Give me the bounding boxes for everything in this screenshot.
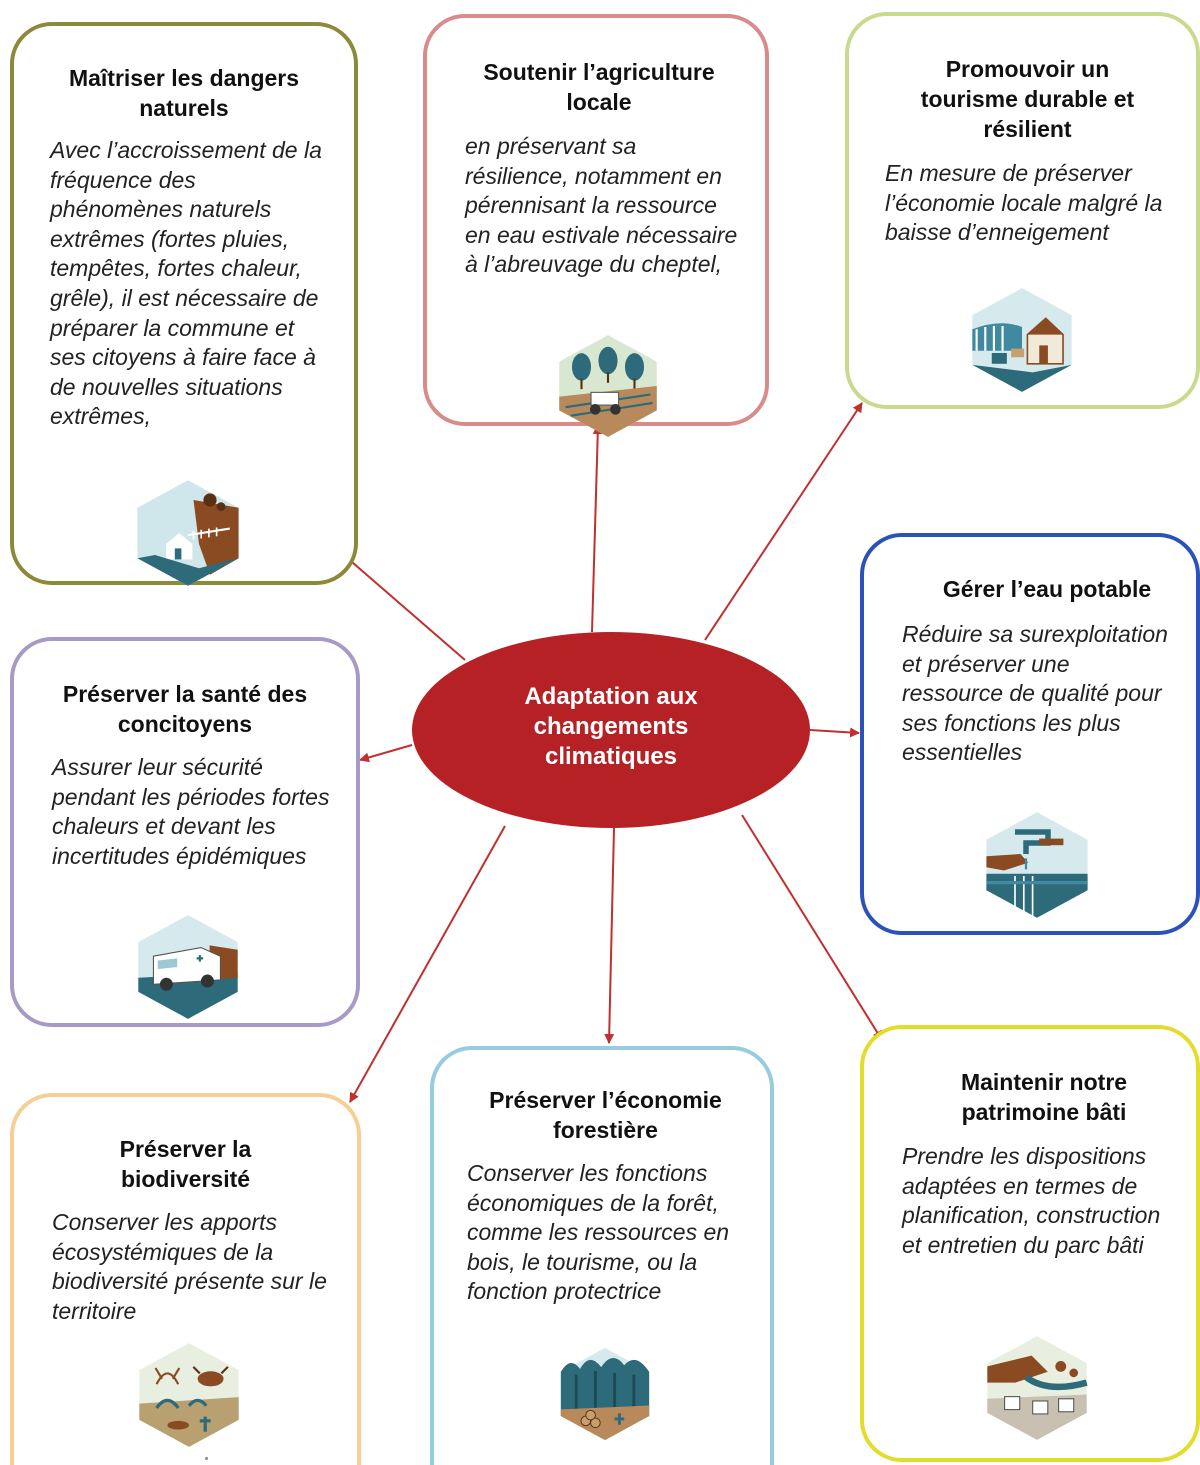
center-adaptation-node: Adaptation aux changements climatiques [412, 632, 810, 828]
stray-dot [205, 1457, 208, 1460]
flood-buildings-icon [987, 1336, 1088, 1440]
arrow-to-agriculture [591, 424, 603, 633]
landslide-house-icon [137, 480, 239, 586]
biodiversity-icon [139, 1343, 239, 1447]
arrow-to-tourisme [704, 402, 863, 641]
card-patrimoine-bati: Maintenir notre patrimoine bâti Prendre … [860, 1025, 1200, 1462]
card-title: Préserver la biodiversité [119, 1136, 252, 1192]
arrow-to-eau [809, 727, 860, 738]
card-text: Prendre les dispositions adaptées en ter… [902, 1143, 1161, 1258]
arrow-to-dangers [344, 555, 466, 661]
card-biodiversite: Préserver la biodiversité Conserver les … [10, 1093, 361, 1465]
card-text: En mesure de préserver l’économie locale… [885, 160, 1163, 246]
card-economie-forestiere: Préserver l’économie forestière Conserve… [430, 1046, 774, 1465]
ambulance-icon [138, 915, 238, 1019]
arrow-to-biodiversite [349, 825, 506, 1103]
card-title: Soutenir l’agriculture locale [483, 59, 715, 115]
card-dangers-naturels: Maîtriser les dangers naturels Avec l’ac… [10, 22, 358, 586]
chalet-lake-icon [972, 288, 1072, 392]
arrow-to-sante [359, 744, 413, 763]
card-title: Préserver la santé des concitoyens [62, 681, 308, 737]
arrow-to-foret [604, 827, 615, 1044]
card-text: en préservant sa résilience, notamment e… [465, 133, 738, 278]
card-sante-concitoyens: Préserver la santé des concitoyens Assur… [10, 637, 360, 1027]
card-title: Maîtriser les dangers naturels [68, 65, 300, 121]
card-title: Promouvoir un tourisme durable et résili… [920, 56, 1135, 142]
card-text: Assurer leur sécurité pendant les périod… [52, 754, 330, 869]
card-title: Préserver l’économie forestière [489, 1087, 722, 1143]
card-title: Maintenir notre patrimoine bâti [960, 1069, 1128, 1125]
card-text: Conserver les apports écosystémiques de … [52, 1209, 327, 1324]
card-eau-potable: Gérer l’eau potable Réduire sa surexploi… [860, 533, 1200, 935]
card-agriculture-locale: Soutenir l’agriculture locale en préserv… [423, 14, 769, 437]
card-text: Avec l’accroissement de la fréquence des… [50, 137, 322, 430]
center-label: Adaptation aux changements climatiques [524, 683, 698, 770]
card-title: Gérer l’eau potable [942, 576, 1152, 602]
water-tap-icon [986, 812, 1088, 918]
card-tourisme-durable: Promouvoir un tourisme durable et résili… [845, 12, 1200, 409]
card-text: Conserver les fonctions économiques de l… [467, 1160, 730, 1305]
tractor-trees-icon [559, 335, 657, 437]
arrow-to-patrimoine [741, 814, 883, 1041]
card-text: Réduire sa surexploitation et préserver … [902, 621, 1168, 766]
forest-logs-icon [560, 1347, 650, 1441]
